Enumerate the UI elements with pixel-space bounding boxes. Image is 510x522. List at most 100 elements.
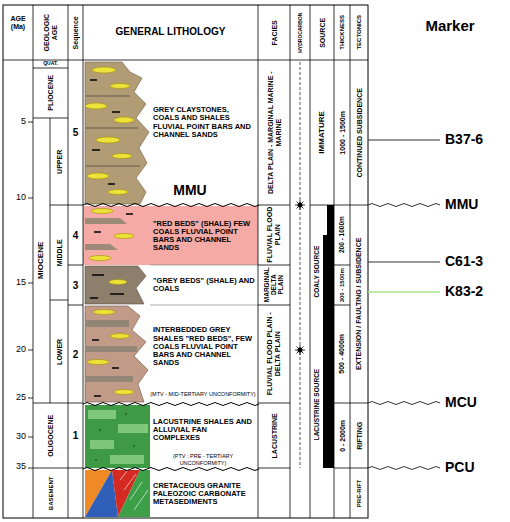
label-cell: LACUSTRINE — [258, 404, 290, 467]
tectonic-phase: EXTENSION / FAULTING / SUBSIDENCE — [355, 207, 363, 401]
age-tick: 5 — [3, 117, 26, 127]
label-cell: AGE (Ma) — [4, 8, 32, 38]
thickness-value: 200 - 1000m — [338, 207, 345, 263]
label-cell: 20 — [3, 344, 26, 356]
label-cell: MCU — [445, 393, 508, 413]
thickness-value: 0 - 2000m — [338, 405, 346, 466]
sequence-number: 1 — [68, 430, 83, 441]
label-cell: PLIOCENE — [33, 68, 68, 118]
facies-name: DELTA PLAIN - MARGINAL MARINE - MARINE — [266, 63, 281, 202]
label-cell: "GREY BEDS" (SHALE) AND COALS — [153, 268, 256, 302]
label-cell: 15 — [3, 277, 26, 289]
label-cell: BASEMENT — [33, 468, 68, 518]
column-header: THICKNESS — [339, 7, 346, 58]
thickness-value: 1000 - 1500m — [338, 63, 346, 202]
unconformity-note: (PTV : PRE - TERTIARY UNCONFORMITY) — [150, 453, 256, 465]
label-cell: GEOLOGIC AGE — [33, 6, 68, 59]
label-cell: LACUSTRINE SHALES AND ALLUVIAL FAN COMPL… — [153, 408, 256, 452]
label-cell: GENERAL LITHOLOGY — [83, 20, 258, 42]
label-cell: FLUVIAL FLOOD PLAIN - DELTA PLAIN — [258, 306, 290, 402]
label-cell: Sequence — [68, 6, 83, 59]
marker-lines — [368, 140, 440, 470]
column-header: GEOLOGIC AGE — [43, 7, 58, 58]
sequence-number: 3 — [68, 280, 83, 291]
source-note: COALY SOURCE — [313, 213, 320, 331]
source-note: IMMATURE — [318, 63, 327, 202]
label-cell: FLUVIAL FLOOD PLAIN — [258, 206, 290, 264]
subepoch-name: MIDDLE — [55, 206, 63, 299]
table-frame — [3, 5, 368, 518]
lithology-column — [85, 62, 150, 517]
column-header: FACIES — [270, 7, 278, 58]
tectonic-phase: RIFTING — [355, 405, 363, 466]
column-header: GENERAL LITHOLOGY — [83, 26, 258, 37]
label-cell: GREY CLAYSTONES, COALS AND SHALES FLUVIA… — [153, 70, 256, 175]
label-cell: INTERBEDDED GREY SHALES "RED BEDS", FEW … — [153, 308, 256, 386]
label-cell: PCU — [445, 458, 508, 478]
age-tick: 10 — [3, 193, 26, 203]
label-cell: MIDDLE — [50, 205, 68, 300]
label-cell: 5 — [3, 116, 26, 128]
marker-name: PCU — [445, 460, 508, 475]
lithology-note: GREY CLAYSTONES, COALS AND SHALES FLUVIA… — [153, 106, 256, 139]
facies-name: MARGINAL DELTA PLAIN — [263, 267, 284, 303]
source-note: LACUSTRINE SOURCE — [313, 346, 320, 464]
column-header: TECTONICS — [356, 7, 363, 58]
label-cell: OLIGOCENE — [33, 403, 68, 468]
label-cell: 25 — [3, 392, 26, 404]
label-cell: 1 — [68, 403, 83, 468]
label-cell: B37-6 — [445, 130, 508, 150]
label-cell: PRE-RIFT — [350, 469, 368, 517]
thickness-value: 300 - 1500m — [339, 267, 346, 303]
epoch-name: OLIGOCENE — [47, 404, 55, 467]
marker-name: MMU — [445, 197, 508, 212]
label-cell: 3 — [68, 265, 83, 305]
column-header: Sequence — [72, 7, 80, 58]
facies-name: FLUVIAL FLOOD PLAIN - DELTA PLAIN — [266, 307, 281, 401]
label-cell: SOURCE — [310, 6, 334, 59]
label-cell: 2 — [68, 305, 83, 403]
label-cell: RIFTING — [350, 404, 368, 467]
sequence-number: 5 — [68, 127, 83, 138]
tectonic-phase: PRE-RIFT — [356, 470, 363, 516]
label-cell: EXTENSION / FAULTING / SUBSIDENCE — [350, 206, 368, 402]
epoch-name: BASEMENT — [47, 469, 54, 517]
label-cell: QUAT. — [33, 60, 68, 68]
facies-name: FLUVIAL FLOOD PLAIN — [266, 207, 281, 263]
facies-name: LACUSTRINE — [270, 405, 278, 466]
lithology-note: LACUSTRINE SHALES AND ALLUVIAL FAN COMPL… — [153, 418, 256, 443]
label-cell: C61-3 — [445, 252, 508, 272]
label-cell: THICKNESS — [334, 6, 350, 59]
label-cell: 300 - 1500m — [334, 266, 350, 304]
marker-name: MCU — [445, 395, 508, 410]
label-cell: CONTINUED SUBSIDENCE — [350, 62, 368, 203]
red-beds-band — [83, 206, 258, 265]
label-cell: 35 — [3, 461, 26, 473]
label-cell: MMU — [160, 182, 220, 200]
unconformity-name: MMU — [160, 183, 220, 198]
lithology-note: INTERBEDDED GREY SHALES "RED BEDS", FEW … — [153, 326, 256, 367]
label-cell: DELTA PLAIN - MARGINAL MARINE - MARINE — [258, 62, 290, 203]
label-cell: MMU — [445, 195, 508, 215]
unconformity-lines — [83, 204, 259, 471]
hydrocarbon-track — [295, 62, 305, 468]
label-cell: IMMATURE — [310, 62, 334, 203]
age-tick: 15 — [3, 278, 26, 288]
label-cell: 10 — [3, 192, 26, 204]
column-header: HYDROCARBON — [297, 7, 303, 58]
label-cell: CRETACEOUS GRANITE PALEOZOIC CARBONATE M… — [153, 472, 256, 516]
label-cell: MARGINAL DELTA PLAIN — [258, 266, 290, 304]
label-cell: UPPER — [50, 118, 68, 205]
marker-heading: Marker — [395, 18, 505, 35]
label-cell: Marker — [395, 14, 505, 38]
age-tick: 30 — [3, 432, 26, 442]
label-cell: LACUSTRINE SOURCE — [310, 345, 323, 465]
label-cell: HYDROCARBON — [290, 6, 310, 59]
epoch-name: QUAT. — [33, 61, 68, 67]
age-tick: 20 — [3, 345, 26, 355]
lithology-note: "RED BEDS" (SHALE) FEW COALS FLUVIAL POI… — [153, 220, 256, 253]
label-cell: COALY SOURCE — [310, 212, 323, 332]
label-cell: LOWER — [50, 300, 68, 403]
